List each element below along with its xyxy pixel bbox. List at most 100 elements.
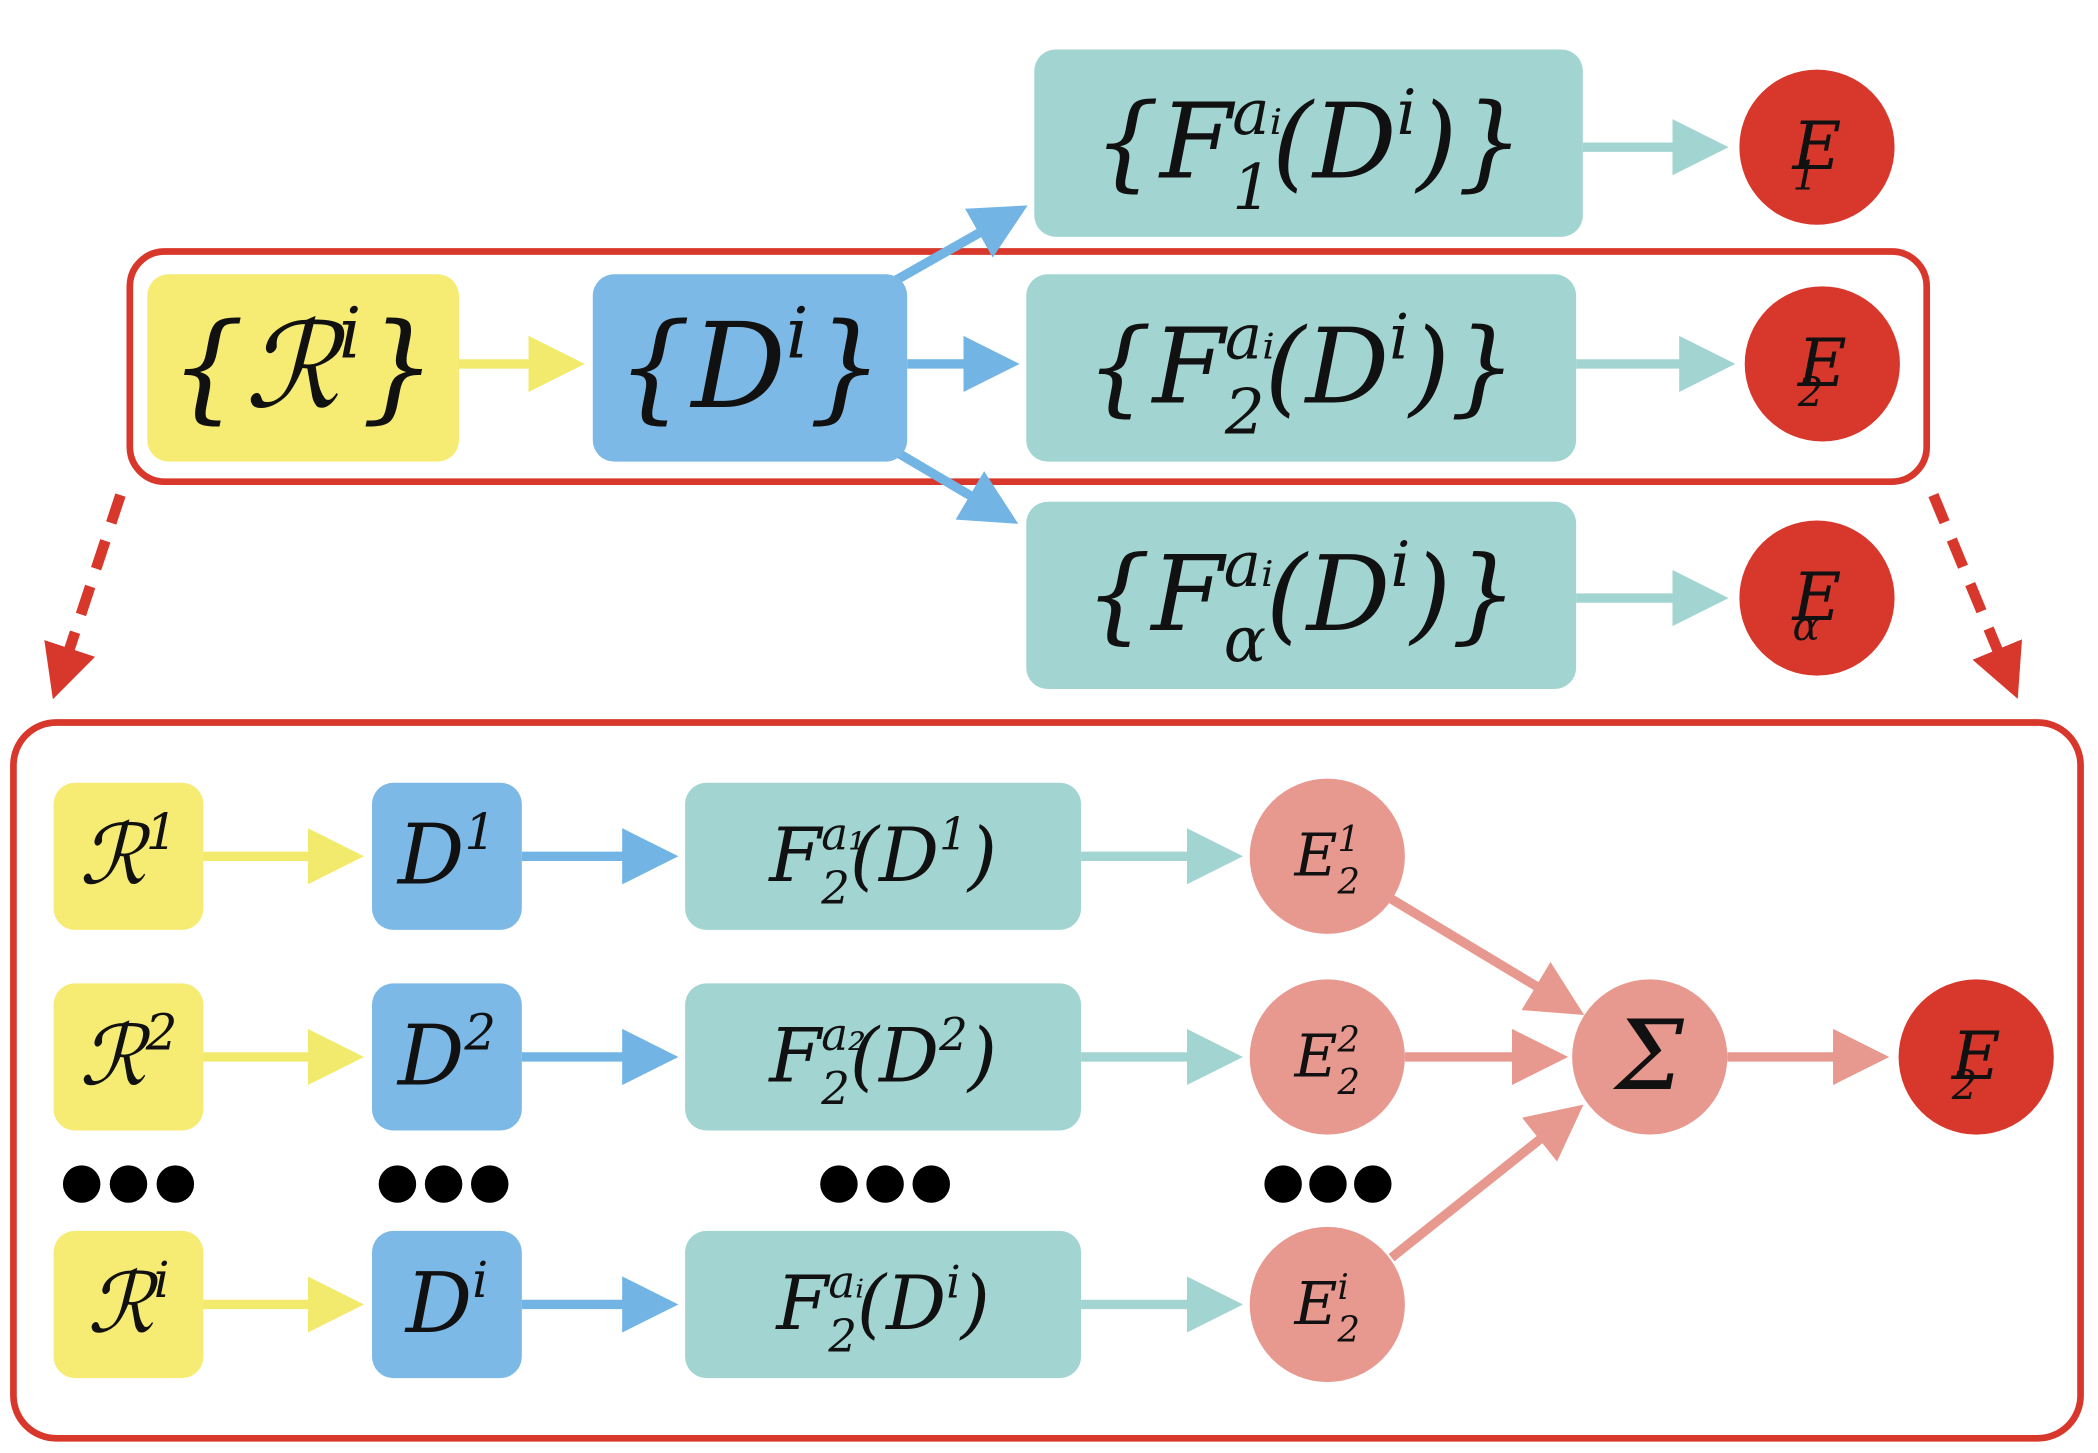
node-E2-final: E2 [1898,979,2054,1135]
node-R-set-label-part: ℛ [245,298,346,435]
arrow-D-to-F1 [887,205,1028,288]
node-F1-set-label-part: F [1158,81,1236,203]
node-F2-label-part: F [767,1012,824,1100]
node-Ea-label-part: α [1793,604,1820,650]
node-F2-set-label-part: F [1151,305,1229,427]
node-D2: D2 [372,983,522,1131]
node-R-set: {ℛi} [147,274,459,462]
ellipsis-icon [62,1165,195,1203]
node-sum-label-part: Σ [1613,1000,1685,1112]
node-F2-box [685,983,1082,1131]
node-D-set-box [592,274,908,462]
node-Di: Di [372,1230,522,1379]
arrow-Ei-to-sum [1388,1104,1584,1262]
ellipsis-icon [1264,1165,1392,1203]
node-E2-final-label-part: 2 [1951,1063,1978,1109]
node-E2-label-part: E [1796,324,1847,402]
node-R2-label-part: 2 [145,1004,178,1062]
node-R-set-box [147,274,459,462]
node-R1-label-part: 1 [146,803,178,861]
node-sum-circle [1572,979,1728,1135]
node-D1-label: D1 [396,803,496,904]
node-sum-label: Σ [1613,1000,1685,1112]
node-R1-label: ℛ1 [80,803,178,904]
node-R-set-label-part: i [339,291,362,374]
node-Ri-label: ℛi [87,1251,169,1352]
node-Ri-box [53,1230,204,1379]
node-F1-label-part: a₁ [821,808,866,861]
node-Fa-set-label-part: aᵢ [1224,528,1274,601]
node-E2: E2 [1744,286,1900,442]
node-E2-label: E2 [1796,324,1847,416]
node-E1-label-part: 1 [1793,153,1819,199]
node-F1-set-label-part: i [1396,76,1416,149]
node-E2-i-label-part: 2 [1337,1310,1360,1351]
node-Fa-set-label-part: F [1149,533,1227,655]
node-Fi-label-part: aᵢ [828,1256,864,1309]
node-Di-label-part: i [472,1251,488,1309]
node-Ea: Eα [1739,520,1895,676]
node-D2-label-part: 2 [463,1004,496,1062]
node-F2-set-label-part: aᵢ [1225,301,1275,374]
node-Ea-label: Eα [1791,558,1842,650]
node-E2-1-label-part: 1 [1338,819,1360,860]
node-E1-label: E1 [1791,107,1842,199]
node-F1-set-label-part: { [1093,81,1159,203]
ellipsis-dot [912,1165,950,1203]
node-D2-label-part: D [396,1007,465,1104]
node-F2-label-part: a₂ [821,1008,866,1061]
node-F1-box [685,782,1082,930]
node-E2-final-circle [1898,979,2054,1135]
node-F2-label-part: (D [850,1012,939,1100]
node-D-set-label: {Di} [617,291,884,434]
node-D-set-label-part: D [689,298,785,435]
node-D1-label-part: 1 [464,803,496,861]
node-D-set: {Di} [592,274,908,462]
node-sum: Σ [1572,979,1728,1135]
node-Ri-label-part: i [154,1251,170,1309]
node-F1-set-label-part: aᵢ [1232,76,1282,149]
node-Fi-box [685,1230,1082,1379]
ellipsis-dot [1309,1165,1347,1203]
arrow-E1-to-sum [1389,895,1585,1015]
ellipsis-dot [820,1165,858,1203]
node-R2-label-part: ℛ [80,1007,152,1104]
node-E2-i-label-part: E [1294,1269,1338,1338]
node-Fi-label-part: F [774,1259,831,1347]
node-R-set-label: {ℛi} [170,291,436,434]
node-Fa-set-label-part: (D [1266,533,1390,655]
node-F2-set-box [1026,274,1577,462]
node-D2-label: D2 [396,1004,496,1105]
node-Ea-label-part: E [1791,558,1842,636]
node-R-set-label-part: } [361,298,436,435]
node-F1-label-part: (D [850,811,939,899]
node-R1-box [53,782,204,930]
node-D-set-label-part: { [617,298,692,435]
node-Fa-set-box [1026,501,1577,690]
node-E2-circle [1744,286,1900,442]
node-F2-set-label-part: { [1086,305,1152,427]
node-R1-label-part: ℛ [80,807,152,904]
node-Ri-label-part: ℛ [87,1255,159,1352]
node-F2-set-label-part: (D [1265,305,1389,427]
node-F2-set-label-part: i [1389,301,1409,374]
ellipsis-dot [1264,1165,1302,1203]
node-E2-1-label-part: 2 [1337,861,1360,902]
node-F1-label-part: 2 [820,861,850,914]
node-E2-1-circle [1249,778,1405,934]
ellipsis-dot [1354,1165,1392,1203]
ellipsis-dot [866,1165,904,1203]
node-Fa-set-label-part: i [1390,528,1410,601]
dashed-arrow-right [1928,492,2023,699]
node-E1: E1 [1739,69,1895,225]
